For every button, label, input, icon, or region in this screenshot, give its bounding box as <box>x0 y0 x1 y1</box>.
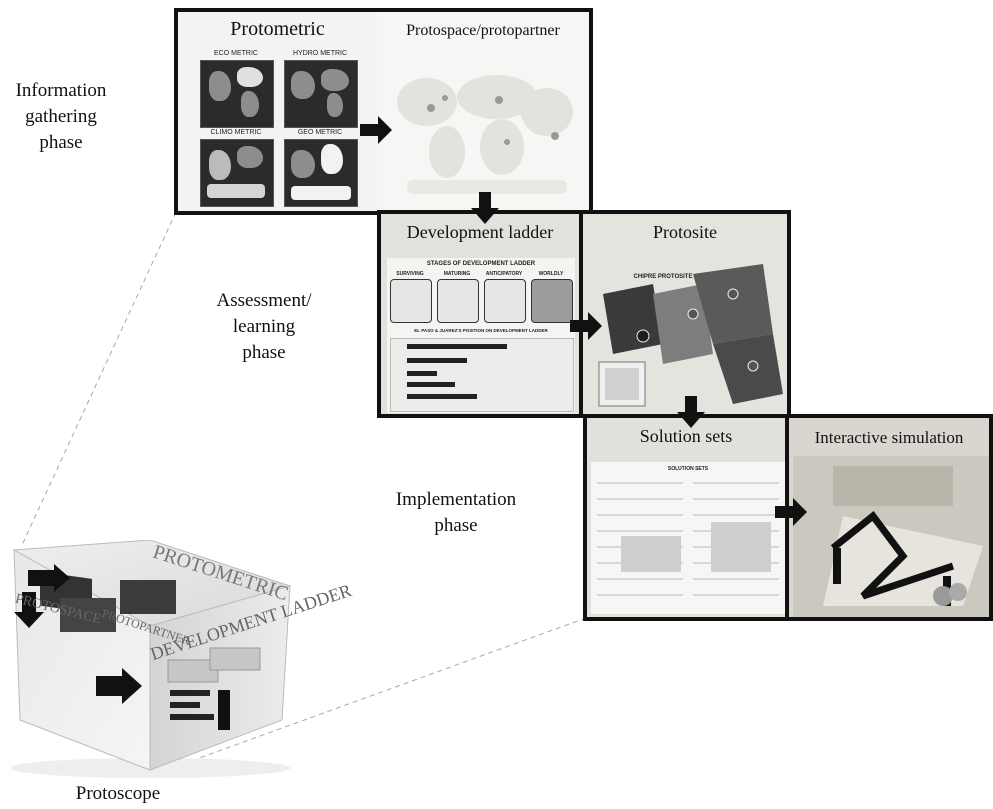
protospace-panel: Protospace/protopartner <box>377 8 593 215</box>
solution-sets-heading: SOLUTION SETS <box>667 466 709 472</box>
ladder-sheet: STAGES OF DEVELOPMENT LADDER SURVIVING M… <box>387 258 575 413</box>
protospace-title: Protospace/protopartner <box>406 22 560 39</box>
hydro-metric-map <box>284 60 358 128</box>
eco-metric-label: ECO METRIC <box>214 50 258 57</box>
arrow-protosite-to-solution <box>677 396 705 428</box>
ladder-bar-2 <box>407 358 467 363</box>
geo-metric-map <box>284 139 358 207</box>
protosite-map <box>598 264 783 407</box>
protometric-title: Protometric <box>230 18 325 40</box>
solution-sheet: SOLUTION SETS <box>591 462 785 614</box>
implementation-phase-label: Implementation phase <box>395 489 517 536</box>
simulation-model <box>793 456 989 617</box>
ladder-col-anticipatory: ANTICIPATORY <box>485 271 523 277</box>
assessment-phase-label: Assessment/ learning phase <box>216 290 312 363</box>
ladder-bar-3 <box>407 371 437 376</box>
information-phase-label: Information gathering phase <box>15 80 107 153</box>
ladder-table <box>390 338 574 412</box>
protosite-label: CHIPRE PROTOSITE <box>633 274 693 280</box>
hydro-metric-label: HYDRO METRIC <box>292 50 348 57</box>
arrow-protospace-to-ladder <box>471 192 499 224</box>
development-ladder-title: Development ladder <box>406 222 554 242</box>
protoscope-caption: Protoscope <box>75 783 161 804</box>
ladder-col-surviving: SURVIVING <box>396 271 424 277</box>
cube-shape <box>10 540 292 778</box>
stage-box-maturing <box>437 279 479 323</box>
ladder-heading: STAGES OF DEVELOPMENT LADDER <box>426 261 536 267</box>
ladder-bar-4 <box>407 382 455 387</box>
solution-sets-panel: Solution sets SOLUTION SETS <box>583 414 789 621</box>
development-ladder-panel: Development ladder STAGES OF DEVELOPMENT… <box>377 210 583 418</box>
interactive-simulation-panel: Interactive simulation <box>785 414 993 621</box>
ladder-subheading: EL PASO & JUAREZ'S POSITION ON DEVELOPME… <box>414 328 548 333</box>
ladder-bar-5 <box>407 394 477 399</box>
arrow-protometric-to-protospace <box>360 116 392 144</box>
geo-metric-label: GEO METRIC <box>297 129 343 136</box>
stage-box-worldly <box>531 279 573 323</box>
solution-sets-title: Solution sets <box>639 426 733 446</box>
eco-metric-map <box>200 60 274 128</box>
stage-box-surviving <box>390 279 432 323</box>
interactive-simulation-title: Interactive simulation <box>814 428 964 447</box>
stage-box-anticipatory <box>484 279 526 323</box>
ladder-col-worldly: WORLDLY <box>538 271 564 277</box>
ladder-col-maturing: MATURING <box>443 271 471 277</box>
climo-metric-map <box>200 139 274 207</box>
climo-metric-label: CLIMO METRIC <box>210 129 262 136</box>
arrow-ladder-to-protosite <box>570 312 602 340</box>
arrow-solution-to-simulation <box>775 498 807 526</box>
world-map <box>397 75 573 194</box>
protosite-panel: Protosite CHIPRE PROTOSITE <box>579 210 791 418</box>
protosite-title: Protosite <box>652 222 717 242</box>
protoscope-cube: PROTOMETRIC PROTOSPACE PROTOPARTNER DEVE… <box>0 540 354 780</box>
ladder-bar-1 <box>407 344 507 349</box>
protometric-panel: Protometric ECO METRIC HYDRO METRIC CLIM… <box>174 8 381 215</box>
